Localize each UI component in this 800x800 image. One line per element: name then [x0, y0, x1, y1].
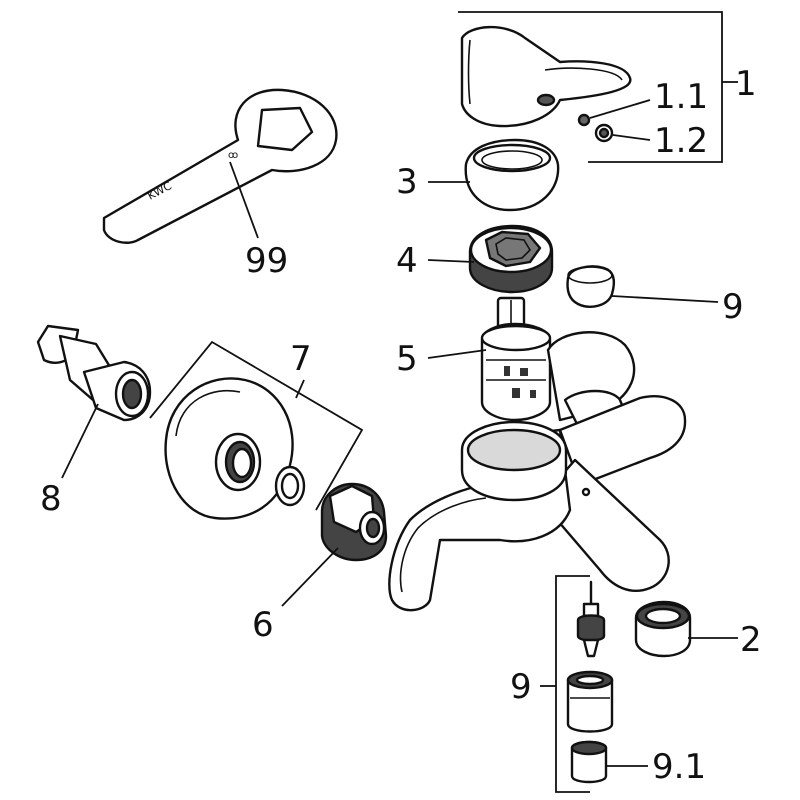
part-4-retaining-nut: [468, 224, 554, 294]
part-7-washer: [274, 465, 306, 507]
part-1-1-screw: [577, 113, 591, 127]
part-5-cartridge: [480, 296, 552, 422]
leader-1-2: [612, 134, 651, 141]
bracket-part-7: [149, 340, 364, 511]
part-9-diverter-pin: [576, 580, 606, 658]
part-3-cover-ring: [464, 138, 560, 212]
leader-7: [295, 379, 305, 399]
part-9-diverter-sleeve: [566, 670, 614, 733]
label-7: 7: [290, 339, 312, 379]
label-1: 1: [735, 64, 757, 104]
leader-8: [61, 403, 99, 479]
label-9-bottom: 9: [510, 667, 532, 707]
label-6: 6: [252, 605, 274, 645]
label-9-top: 9: [722, 287, 744, 327]
label-5: 5: [396, 339, 418, 379]
leader-5: [427, 349, 487, 359]
leader-99: [229, 161, 259, 239]
label-8: 8: [40, 479, 62, 519]
label-1-1: 1.1: [654, 77, 708, 117]
leader-6: [281, 547, 339, 607]
mixer-body: [388, 331, 687, 612]
part-7-rosette: [164, 377, 294, 520]
svg-text:ꝏ: ꝏ: [228, 150, 238, 161]
leader-1-1: [589, 99, 651, 119]
part-99-spanner: KWC ꝏ: [102, 88, 338, 244]
part-2-aerator: [634, 600, 692, 658]
label-3: 3: [396, 162, 418, 202]
label-2: 2: [740, 620, 762, 660]
bracket-part-1: [458, 11, 723, 163]
part-6-eccentric-nut: [320, 482, 388, 562]
label-9-1: 9.1: [652, 747, 706, 787]
bracket-part-9-bottom: [555, 575, 590, 793]
part-8-adapter: [36, 324, 152, 422]
label-4: 4: [396, 241, 418, 281]
part-1-lever-handle: [460, 25, 632, 128]
leader-4: [427, 259, 475, 263]
part-9-top-cap: [566, 265, 616, 308]
leader-9-top: [611, 295, 719, 303]
label-99: 99: [245, 241, 288, 281]
label-1-2: 1.2: [654, 121, 708, 161]
part-9-1-insert: [570, 740, 608, 784]
part-1-2-cap: [594, 123, 614, 143]
